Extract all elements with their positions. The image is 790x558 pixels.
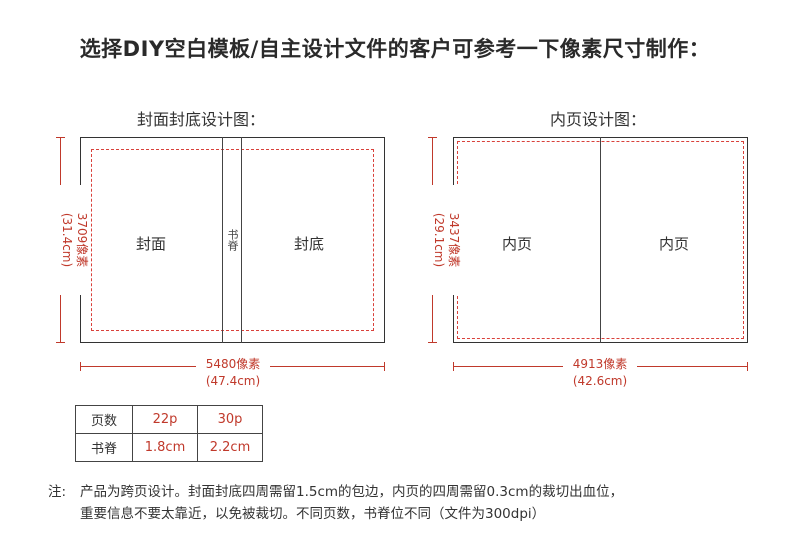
inner-height-px: 3437像素	[447, 212, 461, 268]
table-cell: 1.8cm	[132, 433, 198, 462]
inner-width-tick-right	[747, 362, 748, 371]
inner-width-cm: (42.6cm)	[563, 373, 637, 389]
note-prefix: 注:	[48, 484, 67, 500]
cover-width-tick-left	[80, 362, 81, 371]
cover-back-label: 封底	[294, 235, 325, 253]
cover-width-tick-right	[384, 362, 385, 371]
inner-center-line	[600, 137, 601, 343]
inner-height-group: 3437像素 (29.1cm)	[376, 185, 486, 295]
spine-spec-table: 页数 22p 30p 书脊 1.8cm 2.2cm	[75, 405, 263, 462]
cover-bleed-line	[91, 149, 374, 331]
spine-left-line	[222, 137, 223, 343]
table-cell: 2.2cm	[197, 433, 263, 462]
inner-heading: 内页设计图：	[550, 110, 647, 129]
cover-height-group: 3709像素 (31.4cm)	[4, 185, 114, 295]
page-title: 选择DIY空白模板/自主设计文件的客户可参考一下像素尺寸制作：	[79, 37, 711, 61]
table-row: 页数 22p 30p	[75, 405, 263, 434]
cover-heading: 封面封底设计图：	[137, 110, 266, 129]
table-row: 书脊 1.8cm 2.2cm	[75, 433, 263, 462]
spine-right-line	[241, 137, 242, 343]
cover-front-label: 封面	[136, 235, 167, 253]
inner-left-label: 内页	[502, 235, 533, 253]
inner-width-px: 4913像素	[563, 356, 637, 372]
cover-height-cm: (31.4cm)	[60, 212, 74, 268]
cover-width-cm: (47.4cm)	[196, 373, 270, 389]
table-cell: 22p	[132, 405, 198, 434]
cover-height-px: 3709像素	[75, 212, 89, 268]
inner-right-label: 内页	[659, 235, 690, 253]
note-line-1: 产品为跨页设计。封面封底四周需留1.5cm的包边，内页的四周需留0.3cm的裁切…	[80, 484, 624, 500]
table-cell-label: 书脊	[75, 433, 133, 462]
cover-width-px: 5480像素	[196, 356, 270, 372]
note-line-2: 重要信息不要太靠近，以免被裁切。不同页数，书脊位不同（文件为300dpi）	[80, 506, 546, 522]
cover-spine-label: 书脊	[226, 229, 239, 251]
table-cell: 30p	[197, 405, 263, 434]
inner-width-tick-left	[453, 362, 454, 371]
inner-height-cm: (29.1cm)	[432, 212, 446, 268]
table-cell-label: 页数	[75, 405, 133, 434]
